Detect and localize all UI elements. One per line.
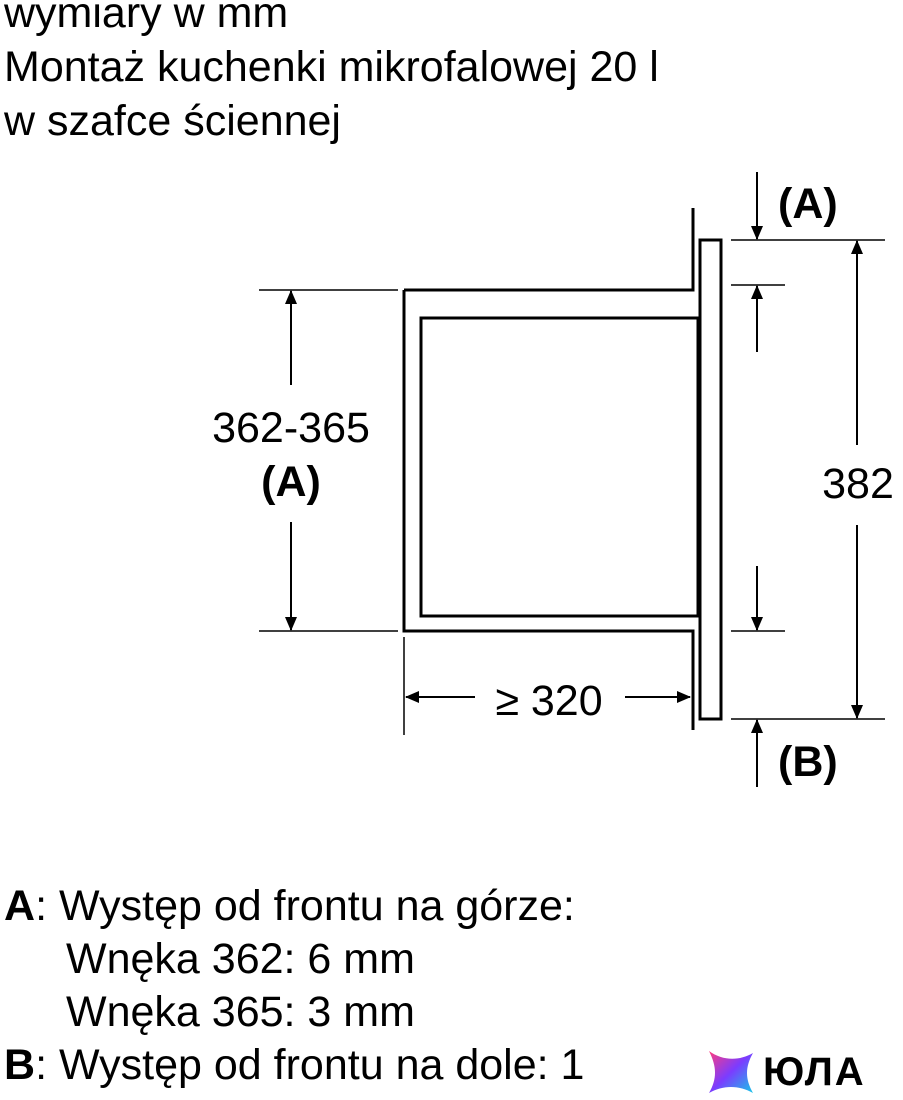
page-title: Montaż kuchenki mikrofalowej 20 l (4, 43, 659, 91)
niche-height-ref: (A) (261, 458, 321, 506)
legend-text-a: : Występ od frontu na górze: (35, 882, 575, 930)
legend-key-b: B (4, 1041, 36, 1089)
units-note: wymiary w mm (4, 0, 289, 37)
top-offset-label: (A) (778, 180, 838, 228)
legend-text-b: : Występ od frontu na dole: 1 (35, 1041, 585, 1089)
microwave-body (419, 316, 700, 618)
niche-height-value: 362-365 (212, 404, 370, 452)
legend-row-a-362: Wnęka 362: 6 mm (66, 935, 415, 983)
depth-value: ≥ 320 (495, 677, 602, 725)
legend-row-a: A: Występ od frontu na górze: (4, 880, 584, 933)
page-subtitle: w szafce ściennej (4, 97, 341, 145)
front-frame (698, 238, 723, 721)
cabinet-outline (402, 208, 695, 730)
watermark-logo: ЮЛА (703, 1047, 899, 1097)
legend-row-b: B: Występ od frontu na dole: 1 (4, 1039, 584, 1092)
logo-text: ЮЛА (763, 1050, 866, 1094)
installation-diagram: 362-365 (A) 382 (A) (B) ≥ 320 (212, 172, 894, 787)
total-height-value: 382 (822, 460, 894, 508)
page-header: wymiary w mm Montaż kuchenki mikrofalowe… (4, 0, 894, 148)
legend-key-a: A (4, 882, 36, 930)
legend-row-a-365: Wnęka 365: 3 mm (66, 988, 415, 1036)
logo-star-icon (709, 1051, 753, 1093)
legend: A: Występ od frontu na górze: Wnęka 362:… (4, 880, 584, 1092)
bottom-offset-label: (B) (778, 738, 838, 786)
